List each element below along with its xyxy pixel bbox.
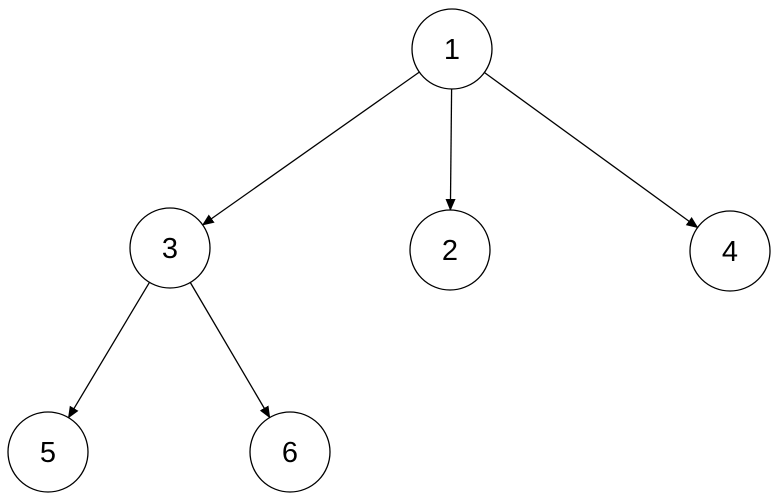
node-circle-5 xyxy=(7,411,89,493)
node-label-1: 1 xyxy=(444,34,460,66)
node-label-5: 5 xyxy=(40,437,56,469)
node-circle-6 xyxy=(249,411,331,493)
node-circle-4 xyxy=(689,210,771,292)
node-circle-3 xyxy=(129,207,211,289)
tree-node-6: 6 xyxy=(249,411,331,493)
node-circle-2 xyxy=(409,209,491,291)
tree-node-2: 2 xyxy=(409,209,491,291)
tree-node-3: 3 xyxy=(129,207,211,289)
tree-node-5: 5 xyxy=(7,411,89,493)
node-circle-1 xyxy=(411,8,493,90)
node-label-6: 6 xyxy=(282,437,298,469)
edges-layer xyxy=(67,71,699,419)
node-label-3: 3 xyxy=(162,233,178,265)
tree-node-4: 4 xyxy=(689,210,771,292)
nodes-layer: 1 3 2 4 5 6 xyxy=(7,8,771,493)
edge-1-4 xyxy=(484,71,699,229)
node-label-4: 4 xyxy=(722,236,738,268)
edge-3-5 xyxy=(67,281,151,419)
edge-1-3 xyxy=(201,71,420,226)
tree-node-1: 1 xyxy=(411,8,493,90)
node-label-2: 2 xyxy=(442,235,458,267)
edge-3-6 xyxy=(189,282,271,419)
edge-1-2 xyxy=(445,88,456,211)
